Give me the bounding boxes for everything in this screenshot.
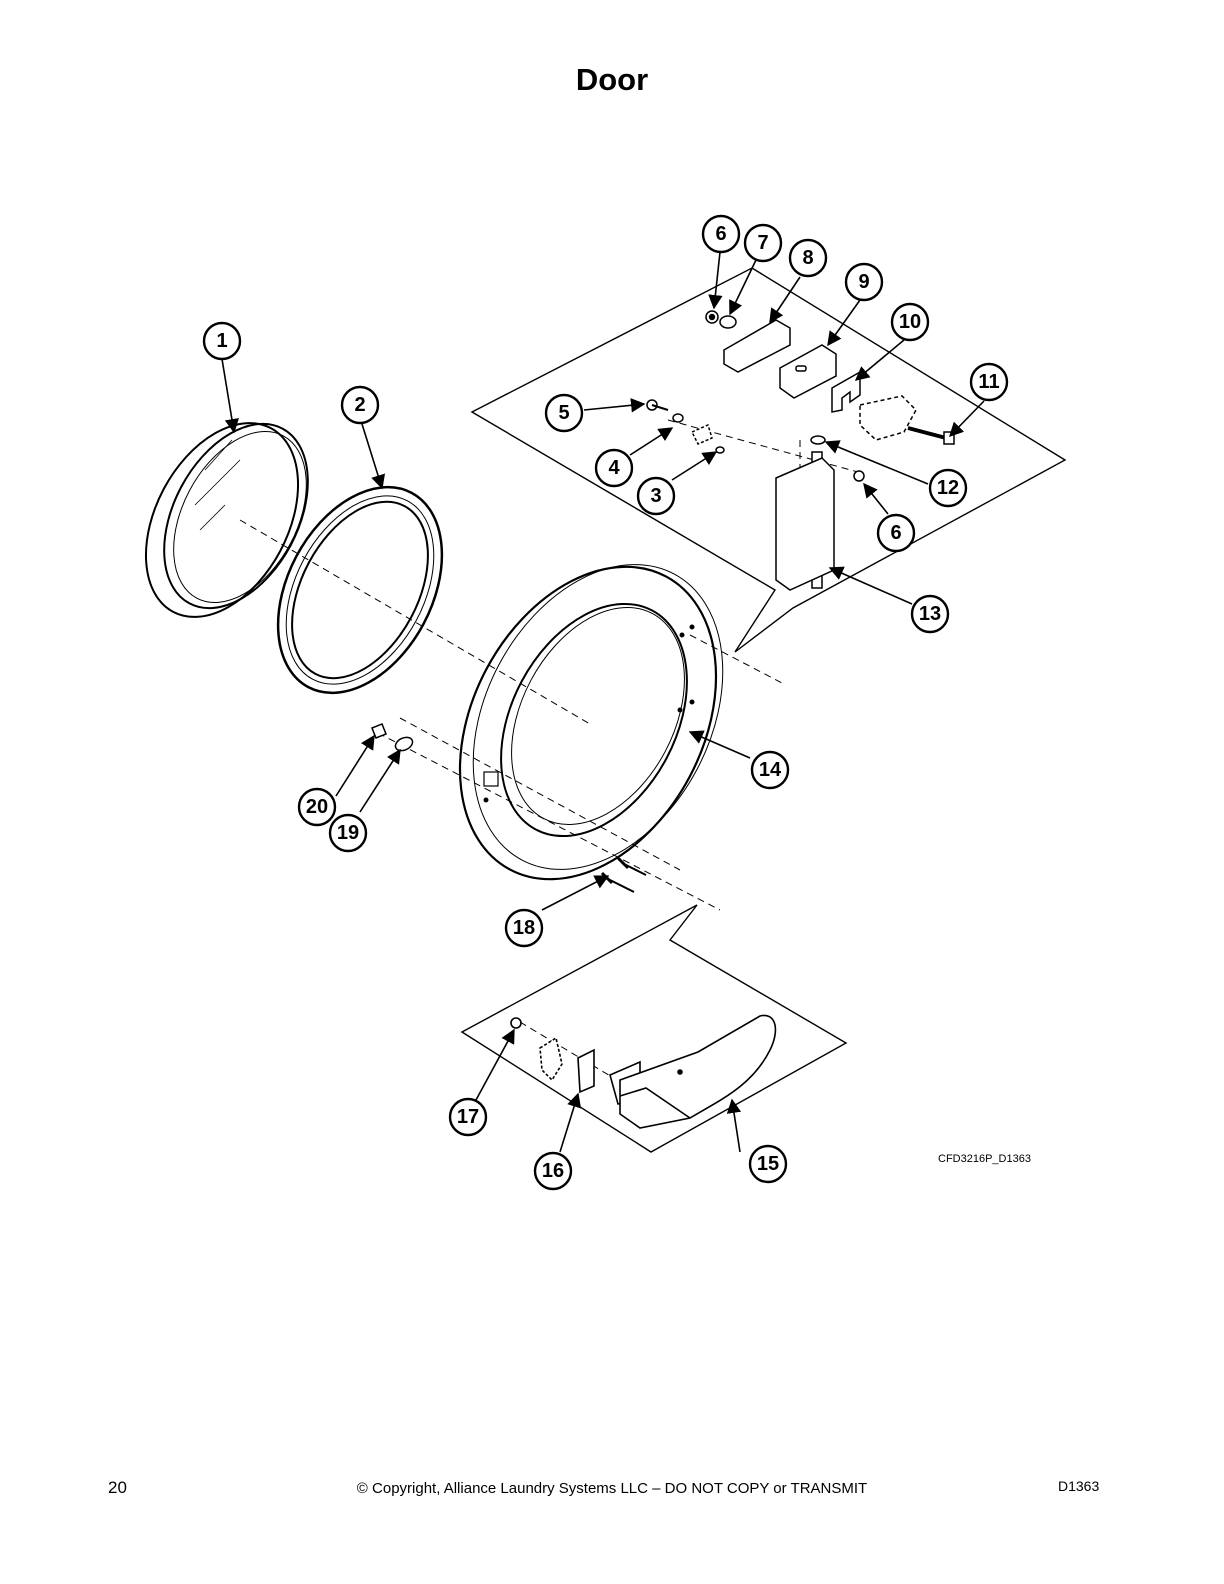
callout-1: 1 [202,321,242,361]
callout-label: 7 [757,232,768,254]
handle-parts [510,1014,777,1129]
callout-label: 19 [337,822,359,844]
callout-label: 3 [650,485,661,507]
door-glass [144,422,309,618]
callout-15: 15 [748,1144,788,1184]
callout-label: 11 [978,371,999,393]
callout-label: 18 [513,917,535,939]
copyright-notice: © Copyright, Alliance Laundry Systems LL… [356,1480,868,1497]
callout-label: 10 [899,311,921,333]
callout-label: 6 [890,522,901,544]
assembly-lines [239,419,859,1078]
callout-19: 19 [328,813,368,853]
callout-2: 2 [340,385,380,425]
page-title: Door [575,62,649,97]
callout-16: 16 [533,1151,573,1191]
callout-label: 9 [858,271,869,293]
callout-label: 14 [759,759,782,781]
callout-label: 4 [608,457,620,479]
document-id: D1363 [1058,1478,1100,1494]
callout-14: 14 [750,750,790,790]
callout-9: 9 [844,262,884,302]
door-gasket [276,485,444,695]
callout-4: 4 [594,448,634,488]
callout-label: 16 [542,1160,564,1182]
callout-label: 20 [306,796,328,818]
callout-8: 8 [788,238,828,278]
small-parts [371,723,647,893]
callout-5: 5 [544,393,584,433]
callout-7: 7 [743,223,783,263]
callout-13: 13 [910,594,950,634]
handle-detail-panel [460,904,848,1153]
callout-18: 18 [504,908,544,948]
callout-6-top: 6 [701,214,741,254]
callout-6-lower: 6 [876,513,916,553]
callout-17: 17 [448,1097,488,1137]
door-panel [458,564,724,881]
callout-label: 15 [757,1153,779,1175]
callout-label: 6 [715,223,726,245]
hinge-parts [646,310,955,591]
callout-label: 8 [802,247,813,269]
callout-label: 13 [919,603,941,625]
callout-10: 10 [890,302,930,342]
callout-label: 1 [216,330,227,352]
drawing-code: CFD3216P_D1363 [938,1153,1031,1165]
callout-label: 5 [558,402,569,424]
callout-3: 3 [636,476,676,516]
callout-20: 20 [297,787,337,827]
callout-label: 17 [457,1106,479,1128]
callout-11: 11 [969,362,1009,402]
callout-label: 2 [354,394,365,416]
page-number: 20 [108,1478,127,1497]
leader-arrows [221,251,985,1153]
callout-12: 12 [928,468,968,508]
callout-label: 12 [937,477,959,499]
